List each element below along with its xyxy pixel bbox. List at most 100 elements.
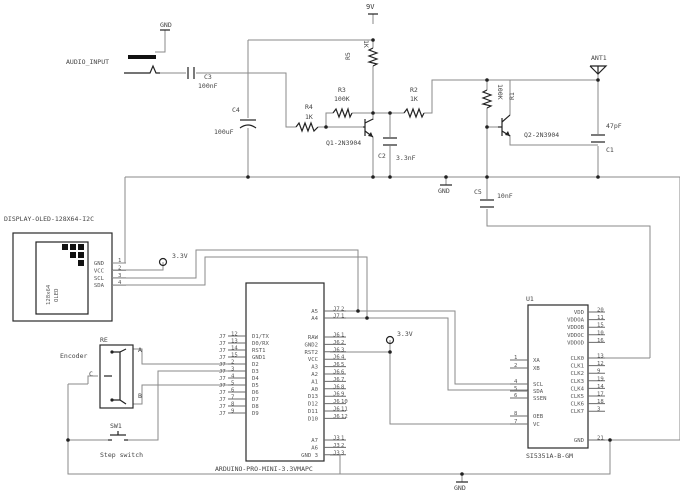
arduino-right-pin-name: A0 — [311, 387, 318, 393]
si5351-left-pin-name: XB — [533, 366, 540, 372]
arduino-left-pin-name: D5 — [252, 383, 259, 389]
capacitor-c2: C2 3.3nF — [378, 137, 416, 162]
si5351-right-pin-name: GND — [574, 438, 585, 444]
c2-ref: C2 — [378, 152, 386, 160]
si5351-left-pin-name: SCL — [533, 382, 544, 388]
r4-value: 1K — [305, 113, 313, 121]
arduino-right-pin-name: RAW — [308, 335, 319, 341]
arduino-left-pin-name: D9 — [252, 411, 259, 417]
r4-ref: R4 — [305, 103, 313, 111]
c3-value: 100nF — [198, 82, 218, 90]
encoder-pin-c: C — [89, 370, 93, 378]
arduino-right-pin-jp: J6 — [333, 347, 340, 353]
si5351-right-pin-name: VDDOB — [567, 325, 584, 331]
si5351-left-pin-num: 5 — [514, 386, 517, 392]
arduino-left-pin-num: 12 — [231, 332, 238, 338]
arduino-label: ARDUINO-PRO-MINI-3.3VMAPC — [215, 465, 313, 473]
c1-value: 47pF — [606, 122, 622, 130]
arduino-left-pin-jp: J7 — [219, 348, 226, 354]
rotary-encoder: Encoder RE A B C — [60, 336, 142, 409]
arduino-left-pin-name: GND1 — [252, 355, 265, 361]
arduino-right-bottom-pin-num: 3 — [341, 450, 344, 456]
gnd-label-bottom: GND — [454, 484, 466, 492]
si5351-right-pin-num: 21 — [597, 436, 604, 442]
arduino-left-pin-name: D4 — [252, 376, 259, 382]
display-title: DISPLAY-OLED-128X64-I2C — [4, 215, 94, 223]
arduino-left-pin-name: D0/RX — [252, 341, 269, 347]
si5351-right-pin-name: CLK7 — [571, 409, 584, 415]
arduino-left-pin-num: 15 — [231, 353, 238, 359]
si5351-label: SI5351A-B-GM — [526, 452, 573, 460]
arduino-left-pin-num: 5 — [231, 381, 234, 387]
arduino-right-bottom-pin-jp: J3 — [333, 443, 340, 449]
arduino-right-pin-num: 6 — [341, 370, 344, 376]
arduino-right-pin-jp: J6 — [333, 340, 340, 346]
arduino-left-pin-name: D8 — [252, 404, 259, 410]
si5351-right-pin-num: 12 — [597, 361, 604, 367]
ant-ref: ANT1 — [591, 54, 607, 62]
display-pin-name: VCC — [94, 268, 104, 274]
c3-ref: C3 — [204, 73, 212, 81]
arduino-right-pin-jp: J6 — [333, 333, 340, 339]
arduino-right-pin-num: 4 — [341, 355, 345, 361]
si5351-left-pin-num: 6 — [514, 393, 517, 399]
arduino-right-pin-num: 1 — [341, 333, 344, 339]
wires — [67, 14, 680, 482]
si5351-left-pin-num: 4 — [514, 379, 518, 385]
arduino-left-pin-name: D2 — [252, 362, 259, 368]
arduino-right-pin-num: 9 — [341, 392, 344, 398]
arduino-right-pin-num: 10 — [341, 399, 348, 405]
si5351-right-pin-num: 11 — [597, 315, 604, 321]
display-inner-line2: OLED — [54, 288, 60, 302]
si5351-left-pin-num: 2 — [514, 363, 517, 369]
si5351-right-pin-name: CLK0 — [571, 356, 584, 362]
arduino-right-bottom-pin-num: 2 — [341, 443, 344, 449]
switch-ref: SW1 — [110, 422, 122, 430]
arduino-left-pin-jp: J7 — [219, 369, 226, 375]
arduino-right-pin-jp: J6 — [333, 407, 340, 413]
arduino-left-pin-name: D1/TX — [252, 334, 269, 340]
c4-ref: C4 — [232, 106, 240, 114]
arduino-right-top-pin-name: A5 — [311, 309, 318, 315]
si5351-right-pin-num: 3 — [597, 407, 600, 413]
arduino-right-pin-jp: J6 — [333, 377, 340, 383]
si5351-left-pin-num: 1 — [514, 355, 517, 361]
encoder-pin-a: A — [138, 346, 142, 354]
si5351-left-pin-name: OEB — [533, 414, 544, 420]
encoder-label: Encoder — [60, 352, 87, 360]
c1-ref: C1 — [606, 146, 614, 154]
arduino-right-pin-num: 7 — [341, 377, 344, 383]
arduino-left-pin-num: 8 — [231, 402, 235, 408]
arduino-right-pin-name: D11 — [308, 409, 318, 415]
si5351-right-pin-name: VDDOD — [567, 340, 584, 346]
c2-value: 3.3nF — [396, 154, 416, 162]
transistor-q1: Q1-2N3904 — [326, 118, 374, 147]
si5351-right-pin-name: VDDOC — [567, 333, 584, 339]
si5351-right-pin-name: CLK3 — [571, 379, 584, 385]
power-3v3-si: 3.3V — [385, 330, 413, 345]
si5351-left-pin-name: VC — [533, 422, 540, 428]
arduino-left-pin-jp: J7 — [219, 334, 226, 340]
power-3v3-display: 3.3V — [158, 252, 188, 267]
arduino-right-pin-num: 5 — [341, 362, 344, 368]
arduino-right-bottom-pin-jp: J3 — [333, 436, 340, 442]
gnd-label-mid: GND — [438, 187, 450, 195]
arduino-right-pin-jp: J6 — [333, 392, 340, 398]
si5351-right-pin-num: 19 — [597, 376, 604, 382]
display-inner-line1: 128x64 — [46, 284, 52, 305]
arduino-left-pin-jp: J7 — [219, 411, 226, 417]
si5351-left-pin-name: SDA — [533, 389, 544, 395]
display-pin-num: 1 — [118, 258, 121, 264]
r2-ref: R2 — [410, 86, 418, 94]
antenna-icon: ANT1 — [589, 54, 608, 75]
si5351-right-pin-num: 9 — [597, 369, 600, 375]
resistor-r2: R2 1K — [403, 86, 425, 119]
audio-jack: AUDIO_INPUT — [66, 55, 160, 74]
display-pin-name: SDA — [94, 283, 105, 289]
arduino-left-pin-num: 3 — [231, 367, 234, 373]
capacitor-c1: 47pF C1 — [591, 122, 622, 154]
arduino-right-pin-jp: J6 — [333, 370, 340, 376]
